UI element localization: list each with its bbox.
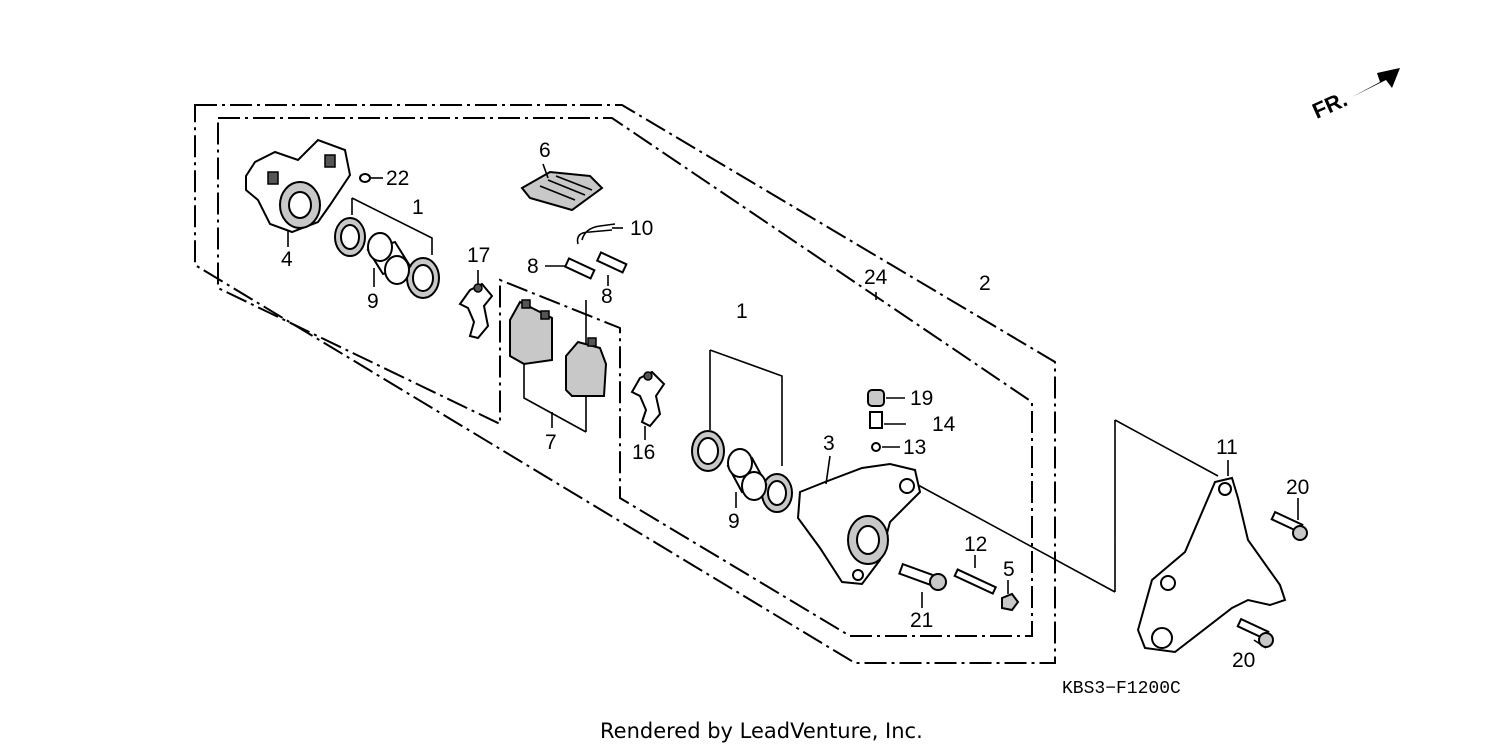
- diagram-code: KBS3−F1200C: [1062, 679, 1181, 699]
- front-arrow-icon: [1352, 68, 1400, 97]
- leader-lines: [287, 163, 1299, 649]
- assembly-boundary-inner: [217, 117, 1033, 637]
- caliper-bracket: [1136, 476, 1287, 654]
- caliper-bolt: [898, 562, 947, 591]
- pin-clip: [576, 223, 616, 245]
- piston-upper: [366, 232, 412, 285]
- callout-8-right: 8: [601, 285, 613, 308]
- callout-22: 22: [386, 167, 409, 190]
- callout-1-lower: 1: [736, 300, 748, 323]
- callout-12: 12: [964, 533, 987, 556]
- callout-20-upper: 20: [1286, 476, 1309, 499]
- slide-pin: [953, 568, 998, 595]
- callout-17: 17: [467, 244, 490, 267]
- bracket-group-boundary: [917, 419, 1219, 593]
- callout-1-upper: 1: [412, 196, 424, 219]
- callout-21: 21: [910, 609, 933, 632]
- pad-spring: [520, 170, 604, 212]
- callout-9-lower: 9: [728, 510, 740, 533]
- pad-retainer-upper: [458, 282, 494, 340]
- callout-4: 4: [281, 248, 293, 271]
- callout-7: 7: [545, 431, 557, 454]
- callout-13: 13: [903, 436, 926, 459]
- caliper-body-half: [245, 138, 352, 234]
- pad-pins: [563, 251, 628, 280]
- washer-part: [359, 173, 371, 183]
- callout-19: 19: [910, 387, 933, 410]
- callout-8-left: 8: [527, 255, 539, 278]
- callout-20-lower: 20: [1232, 649, 1255, 672]
- callout-16: 16: [632, 441, 655, 464]
- caliper-body: [796, 462, 922, 586]
- callout-14: 14: [932, 413, 956, 436]
- callout-6: 6: [539, 139, 551, 162]
- callout-5: 5: [1003, 558, 1015, 581]
- bleeder-assembly: [867, 389, 906, 452]
- pad-retainer-lower: [630, 370, 666, 428]
- bracket-bolts: [1236, 510, 1308, 648]
- assembly-boundary-outer: [194, 104, 1056, 664]
- render-credit: Rendered by LeadVenture, Inc.: [600, 719, 923, 743]
- front-indicator: FR.: [1308, 86, 1351, 123]
- callout-3: 3: [823, 432, 835, 455]
- piston-lower: [726, 448, 768, 501]
- callout-24: 24: [864, 266, 888, 289]
- callout-2: 2: [979, 272, 991, 295]
- callout-10: 10: [630, 217, 653, 240]
- nut: [1001, 592, 1020, 612]
- callout-9-upper: 9: [367, 290, 379, 313]
- callout-11: 11: [1216, 436, 1238, 459]
- brake-pad-set: [509, 299, 608, 433]
